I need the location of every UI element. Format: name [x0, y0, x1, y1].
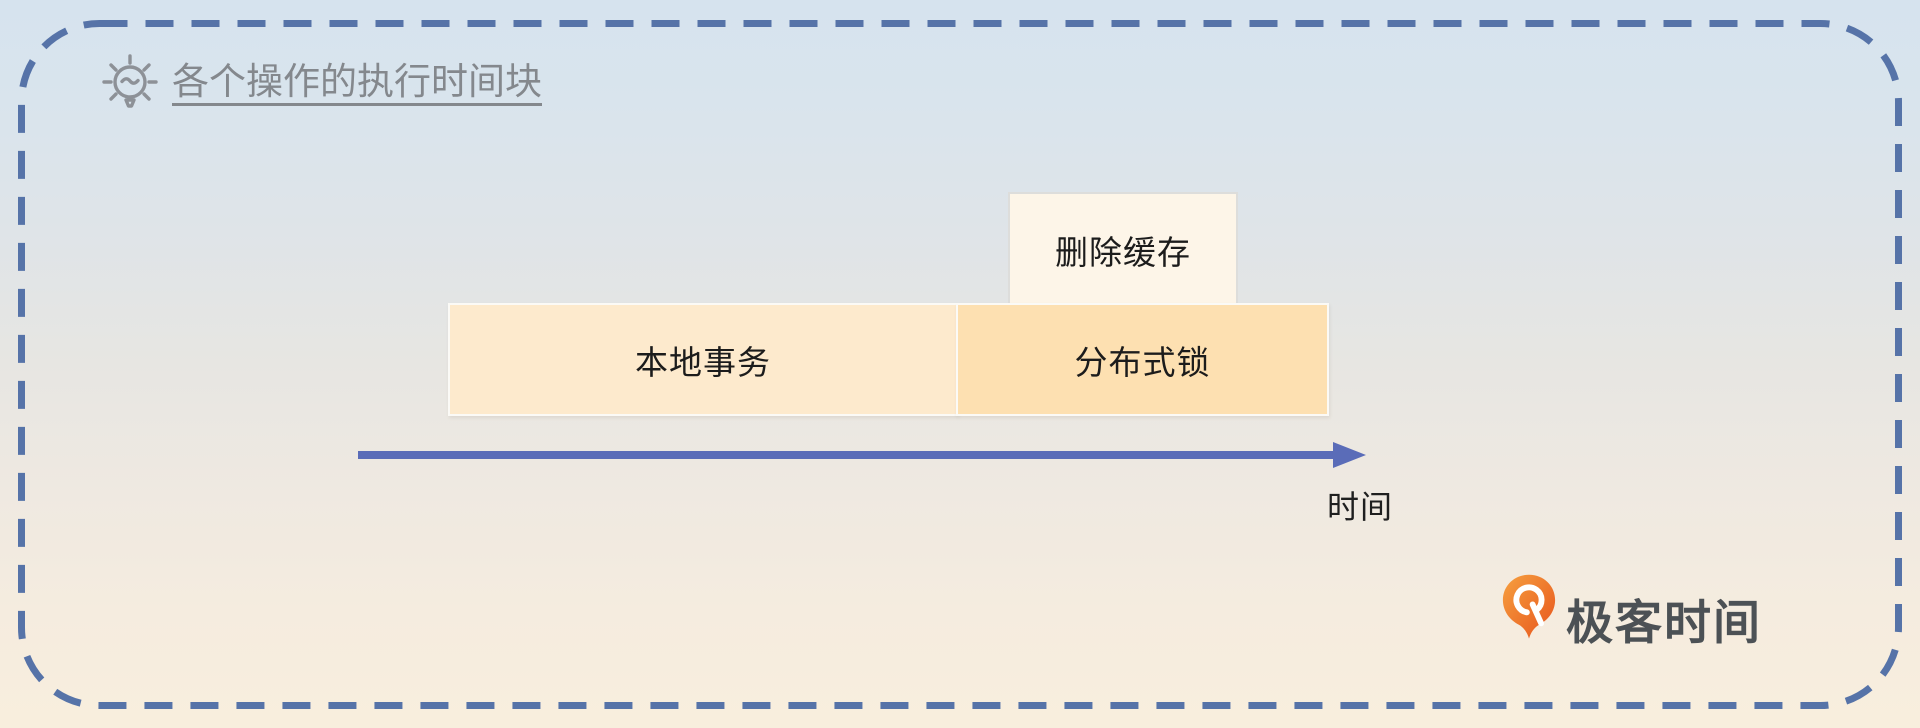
time-axis-arrow-icon	[358, 442, 1366, 468]
geektime-logo-icon	[1502, 574, 1556, 639]
block-label: 本地事务	[635, 342, 771, 382]
block-local-transaction: 本地事务	[448, 303, 958, 416]
brand-name: 极客时间	[1566, 596, 1762, 651]
block-label: 删除缓存	[1055, 232, 1191, 272]
block-distributed-lock: 分布式锁	[956, 303, 1329, 416]
time-axis-label: 时间	[1326, 488, 1393, 526]
block-label: 分布式锁	[1074, 342, 1211, 382]
page-title: 各个操作的执行时间块	[172, 60, 542, 103]
block-delete-cache: 删除缓存	[1008, 192, 1238, 305]
lightbulb-icon	[102, 54, 158, 108]
